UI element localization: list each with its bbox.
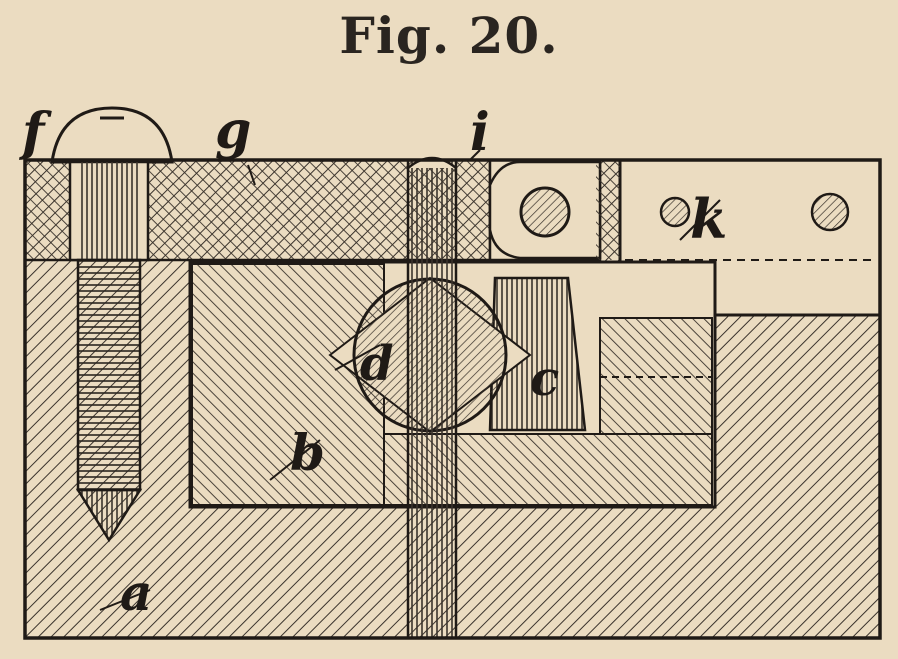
screw-head-f [50, 106, 174, 164]
screw-tip [75, 488, 143, 543]
label-a: a [120, 563, 152, 622]
label-k: k [690, 187, 727, 251]
hinge-gap-hatch [596, 160, 620, 260]
label-b: b [290, 423, 325, 482]
label-f: f [18, 102, 52, 163]
label-i: i [470, 102, 490, 163]
spindle-i [406, 158, 458, 640]
figure-title: Fig. 20. [339, 6, 559, 65]
label-d: d [360, 336, 394, 392]
hinge-pin [519, 186, 571, 238]
label-c: c [530, 351, 559, 407]
rivet-right [810, 192, 850, 232]
label-g: g [215, 100, 251, 161]
rivet-left [659, 196, 691, 228]
block-b [191, 263, 385, 506]
screw-thread [76, 258, 142, 492]
